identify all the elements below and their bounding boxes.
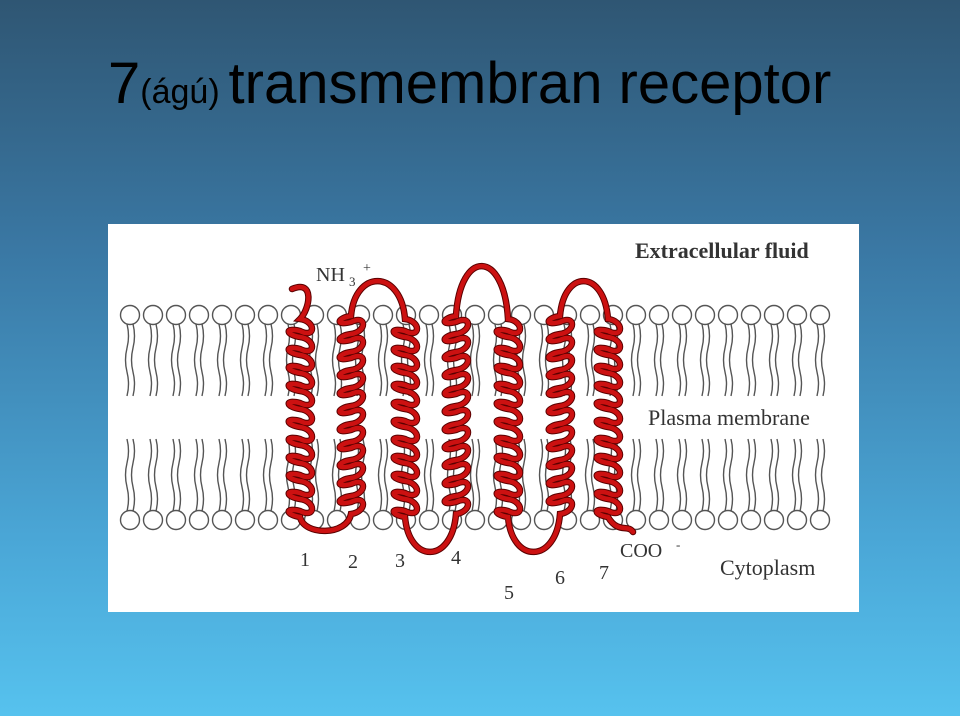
helix-number-1: 1 bbox=[300, 549, 310, 571]
helix-chain bbox=[286, 263, 636, 555]
svg-text:+: + bbox=[363, 261, 371, 276]
title-parenthetical: (ágú) bbox=[140, 73, 220, 111]
helix-number-6: 6 bbox=[555, 567, 565, 589]
plasma-membrane-label: Plasma membrane bbox=[648, 405, 810, 430]
receptor-diagram: Extracellular fluid Plasma membrane Cyto… bbox=[108, 224, 859, 612]
c-terminus-label: COO - bbox=[620, 537, 680, 562]
svg-text:NH: NH bbox=[316, 264, 345, 286]
svg-text:COO: COO bbox=[620, 540, 662, 562]
title-number: 7 bbox=[108, 51, 141, 116]
helix-number-7: 7 bbox=[599, 562, 609, 584]
slide-title: 7(ágú) transmembran receptor bbox=[108, 55, 831, 113]
svg-text:-: - bbox=[676, 537, 680, 552]
n-terminus-label: NH 3 + bbox=[316, 261, 371, 289]
receptor-protein bbox=[285, 262, 637, 556]
helix-number-2: 2 bbox=[348, 551, 358, 573]
svg-text:3: 3 bbox=[349, 274, 356, 289]
extracellular-label: Extracellular fluid bbox=[635, 238, 809, 263]
helix-number-5: 5 bbox=[504, 582, 514, 604]
cytoplasm-label: Cytoplasm bbox=[720, 555, 815, 580]
title-text: transmembran receptor bbox=[228, 51, 832, 116]
helix-number-4: 4 bbox=[451, 547, 461, 569]
helix-number-3: 3 bbox=[395, 550, 405, 572]
